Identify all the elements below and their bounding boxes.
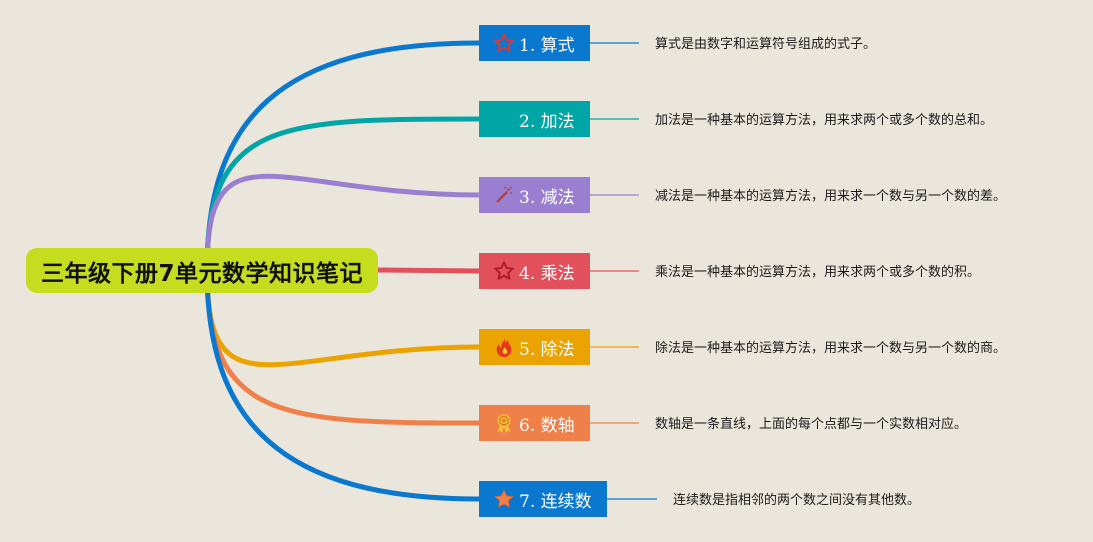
topic-label: 4. 乘法 — [519, 263, 575, 284]
topic-description: 加法是一种基本的运算方法，用来求两个或多个数的总和。 — [655, 113, 994, 128]
root-topic-label: 三年级下册7单元数学知识笔记 — [40, 260, 363, 287]
topic-label: 2. 加法 — [519, 111, 575, 132]
root-topic[interactable]: 三年级下册7单元数学知识笔记 — [26, 248, 378, 293]
topic-label: 7. 连续数 — [519, 491, 592, 512]
topic-number-line[interactable]: 6. 数轴 — [479, 405, 590, 441]
topic-division[interactable]: 5. 除法 — [479, 329, 590, 365]
topic-description: 连续数是指相邻的两个数之间没有其他数。 — [673, 493, 921, 508]
topic-description: 乘法是一种基本的运算方法，用来求两个或多个数的积。 — [655, 265, 981, 280]
branch-connector — [204, 173, 482, 273]
topic-label: 3. 减法 — [519, 187, 575, 208]
blank-icon — [493, 108, 515, 130]
topic-multiplication[interactable]: 4. 乘法 — [479, 253, 590, 289]
award-ribbon-icon — [493, 412, 515, 434]
topic-expression[interactable]: 1. 算式 — [479, 25, 590, 61]
magic-wand-icon — [493, 184, 515, 206]
star-outline-icon — [493, 260, 515, 282]
topic-label: 5. 除法 — [519, 339, 575, 360]
branch-connector — [204, 40, 482, 273]
topic-subtraction[interactable]: 3. 减法 — [479, 177, 590, 213]
topic-consecutive-numbers[interactable]: 7. 连续数 — [479, 481, 607, 517]
branch-connector — [204, 267, 482, 502]
topic-description: 减法是一种基本的运算方法，用来求一个数与另一个数的差。 — [655, 189, 1007, 204]
fire-icon — [493, 336, 515, 358]
star-filled-icon — [493, 488, 515, 510]
topic-description: 除法是一种基本的运算方法，用来求一个数与另一个数的商。 — [655, 341, 1007, 356]
topic-description: 数轴是一条直线，上面的每个点都与一个实数相对应。 — [655, 417, 968, 432]
branch-connector — [374, 267, 482, 274]
topic-label: 1. 算式 — [519, 35, 575, 56]
topic-label: 6. 数轴 — [519, 415, 575, 436]
topic-addition[interactable]: 2. 加法 — [479, 101, 590, 137]
star-outline-icon — [493, 32, 515, 54]
topic-description: 算式是由数字和运算符号组成的式子。 — [655, 37, 877, 52]
